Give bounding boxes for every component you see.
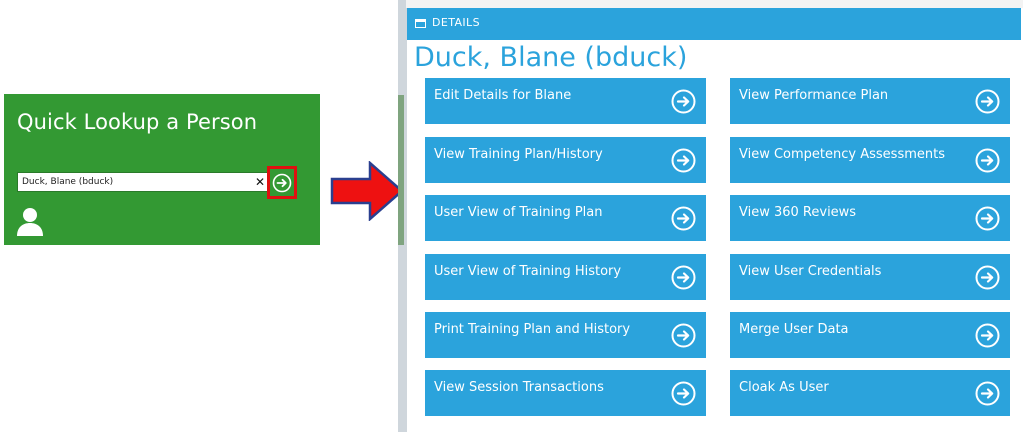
print-training-plan-history-button[interactable]: Print Training Plan and History bbox=[425, 312, 706, 358]
merge-user-data-button[interactable]: Merge User Data bbox=[730, 312, 1010, 358]
arrow-right-circle-icon bbox=[671, 265, 696, 290]
cloak-as-user-button[interactable]: Cloak As User bbox=[730, 370, 1010, 416]
quick-lookup-title: Quick Lookup a Person bbox=[17, 110, 258, 134]
details-header-label: DETAILS bbox=[432, 16, 480, 29]
view-training-plan-history-button[interactable]: View Training Plan/History bbox=[425, 137, 706, 183]
arrow-right-circle-icon bbox=[671, 381, 696, 406]
person-name-title: Duck, Blane (bduck) bbox=[414, 42, 688, 73]
view-user-credentials-label: View User Credentials bbox=[739, 264, 882, 279]
person-icon bbox=[17, 208, 43, 236]
arrow-right-circle-icon bbox=[975, 148, 1000, 173]
view-competency-assessments-button[interactable]: View Competency Assessments bbox=[730, 137, 1010, 183]
arrow-right-circle-icon bbox=[975, 323, 1000, 348]
arrow-right-circle-icon bbox=[671, 206, 696, 231]
print-training-plan-history-label: Print Training Plan and History bbox=[434, 322, 631, 337]
view-training-plan-history-label: View Training Plan/History bbox=[434, 147, 603, 162]
quick-lookup-tile: Quick Lookup a Person ✕ bbox=[4, 94, 320, 245]
arrow-right-circle-icon bbox=[975, 265, 1000, 290]
arrow-right-circle-icon bbox=[671, 89, 696, 114]
view-360-reviews-label: View 360 Reviews bbox=[739, 205, 857, 220]
view-performance-plan-label: View Performance Plan bbox=[739, 88, 889, 103]
red-arrow-icon bbox=[330, 161, 404, 221]
edit-details-label: Edit Details for Blane bbox=[434, 88, 572, 103]
view-session-transactions-button[interactable]: View Session Transactions bbox=[425, 370, 706, 416]
view-competency-assessments-label: View Competency Assessments bbox=[739, 147, 945, 162]
panel-left-edge bbox=[398, 0, 407, 432]
edit-details-button[interactable]: Edit Details for Blane bbox=[425, 78, 706, 124]
user-view-training-history-label: User View of Training History bbox=[434, 264, 622, 279]
arrow-right-circle-icon bbox=[671, 148, 696, 173]
go-button-highlight bbox=[267, 166, 297, 199]
view-session-transactions-label: View Session Transactions bbox=[434, 380, 604, 395]
view-360-reviews-button[interactable]: View 360 Reviews bbox=[730, 195, 1010, 241]
person-search-field[interactable]: ✕ bbox=[17, 172, 269, 192]
person-search-input[interactable] bbox=[18, 173, 248, 191]
merge-user-data-label: Merge User Data bbox=[739, 322, 849, 337]
panel-left-strip bbox=[398, 95, 404, 245]
cloak-as-user-label: Cloak As User bbox=[739, 380, 829, 395]
panel-top-bar bbox=[406, 0, 1023, 8]
view-user-credentials-button[interactable]: View User Credentials bbox=[730, 254, 1010, 300]
arrow-right-circle-icon[interactable] bbox=[272, 173, 292, 193]
user-view-training-plan-button[interactable]: User View of Training Plan bbox=[425, 195, 706, 241]
document-icon bbox=[415, 19, 426, 28]
user-view-training-history-button[interactable]: User View of Training History bbox=[425, 254, 706, 300]
close-icon[interactable]: ✕ bbox=[254, 175, 265, 189]
arrow-right-circle-icon bbox=[975, 206, 1000, 231]
user-view-training-plan-label: User View of Training Plan bbox=[434, 205, 603, 220]
arrow-right-circle-icon bbox=[671, 323, 696, 348]
arrow-right-circle-icon bbox=[975, 381, 1000, 406]
details-header: DETAILS bbox=[407, 8, 1021, 40]
view-performance-plan-button[interactable]: View Performance Plan bbox=[730, 78, 1010, 124]
arrow-right-circle-icon bbox=[975, 89, 1000, 114]
